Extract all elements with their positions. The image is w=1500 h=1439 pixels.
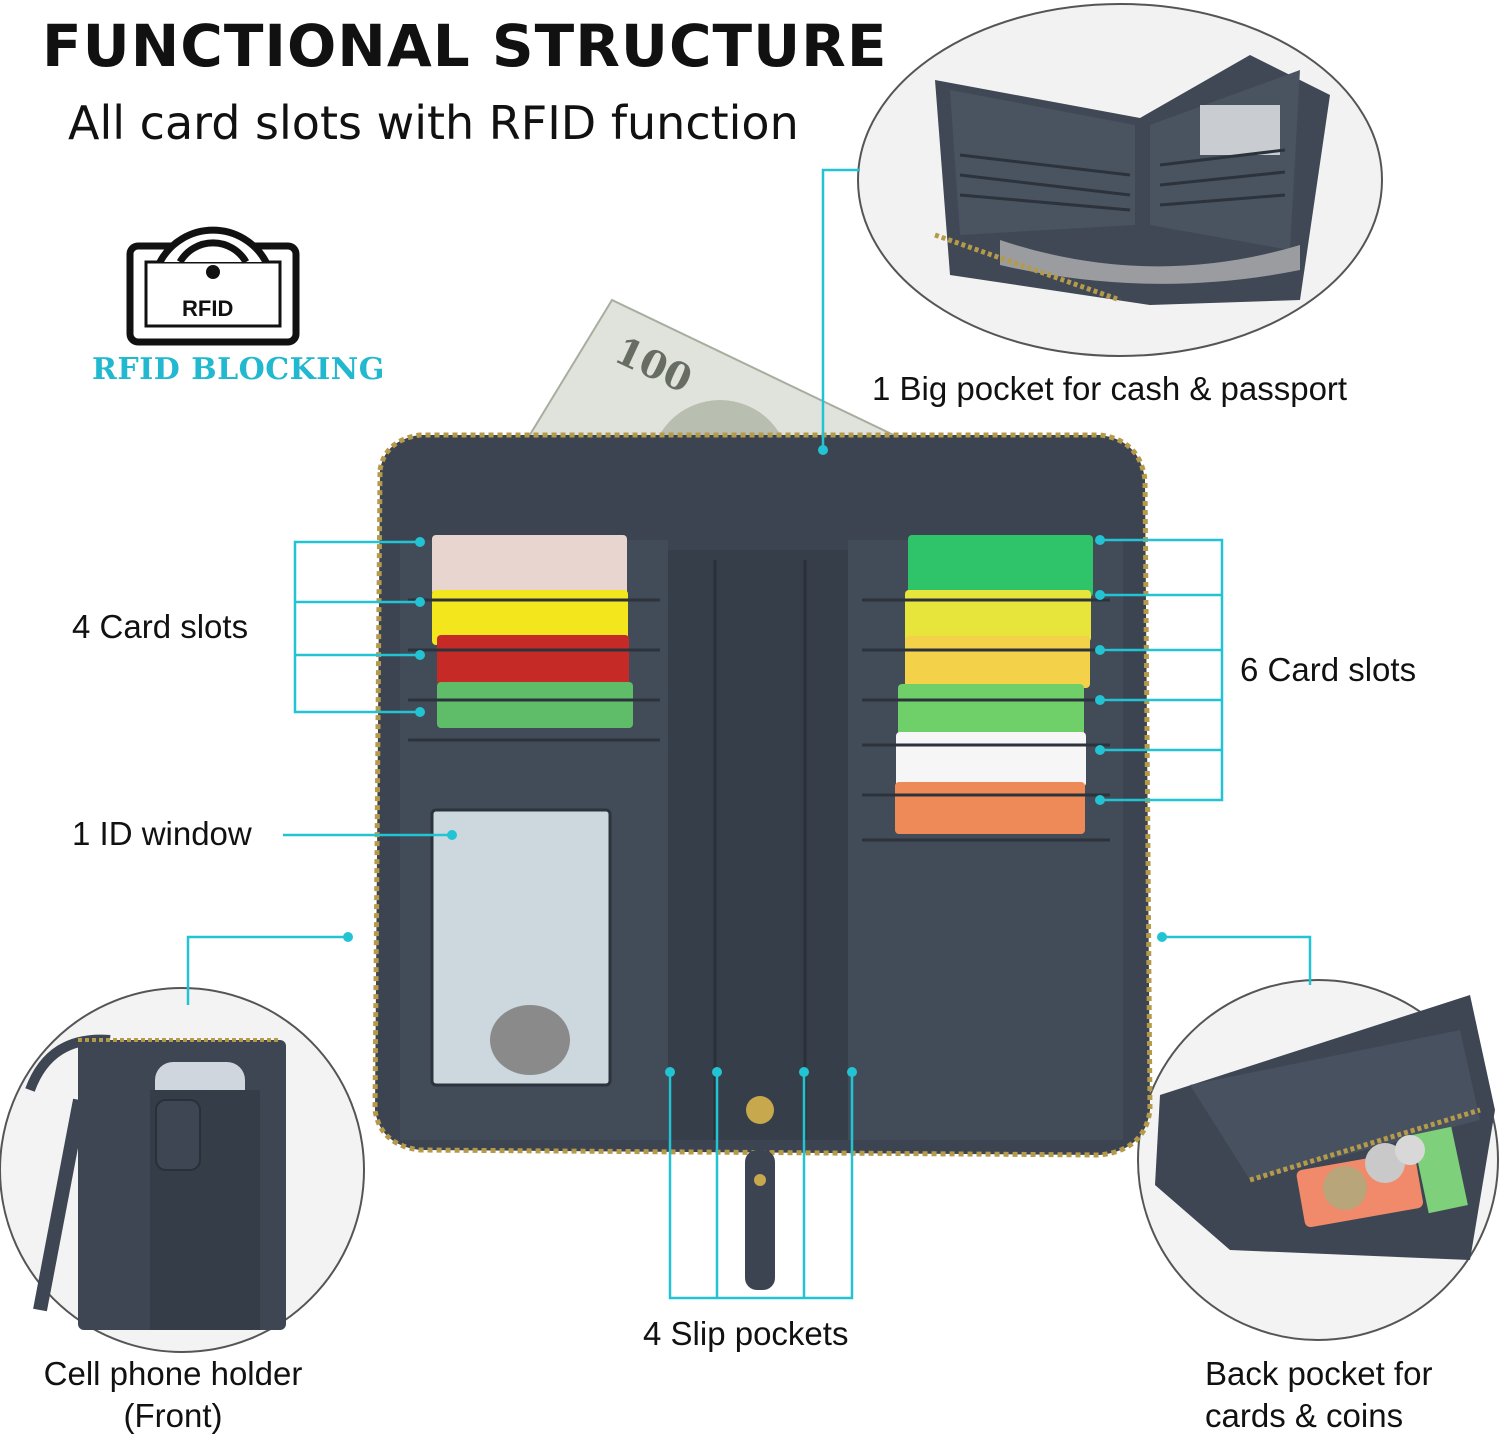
rfid-icon-label: RFID (182, 296, 234, 321)
slip-pockets-label: 4 Slip pockets (643, 1315, 849, 1352)
page-subtitle: All card slots with RFID function (68, 96, 799, 150)
phone-holder-label: Cell phone holder (Front) (18, 1355, 328, 1435)
phone-holder-photo (0, 987, 365, 1353)
callout-lines (186, 168, 1312, 1300)
left-card-slots-label: 4 Card slots (72, 608, 249, 645)
back-pocket-label-line1: Back pocket for (1205, 1355, 1433, 1392)
page-title: FUNCTIONAL STRUCTURE (42, 12, 888, 80)
phone-holder-label-line1: Cell phone holder (43, 1355, 303, 1392)
back-pocket-label-line2: cards & coins (1205, 1397, 1404, 1434)
id-window-label: 1 ID window (72, 815, 252, 852)
big-pocket-photo (857, 3, 1383, 357)
back-pocket-label: Back pocket for cards & coins (1205, 1355, 1432, 1435)
phone-holder-label-line2: (Front) (123, 1397, 223, 1434)
rfid-blocking-caption: RFID BLOCKING (92, 352, 385, 387)
back-pocket-photo (1137, 979, 1499, 1341)
big-pocket-label: 1 Big pocket for cash & passport (872, 370, 1348, 407)
callout-dots (343, 445, 1167, 1077)
right-card-slots-label: 6 Card slots (1240, 651, 1417, 688)
rfid-icon (126, 226, 300, 346)
wallet-photo: 100 (372, 298, 1153, 1290)
